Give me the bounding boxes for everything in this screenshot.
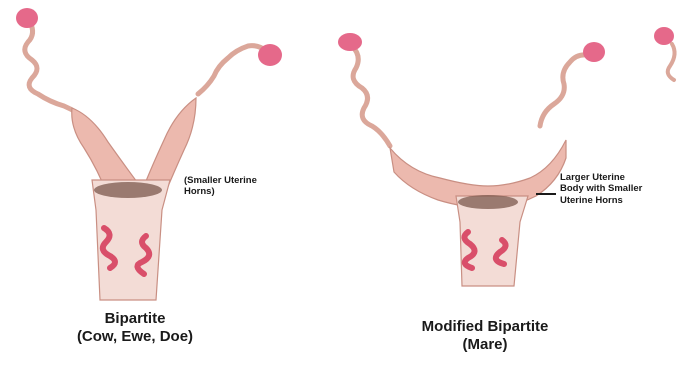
bipartite-uterus [16, 8, 282, 300]
left-oviduct [352, 46, 390, 146]
dark-band [458, 195, 518, 209]
right-ovary [258, 44, 282, 66]
left-ovary [338, 33, 362, 51]
right-oviduct [198, 46, 268, 94]
left-oviduct [25, 22, 86, 120]
uterine-body [92, 180, 170, 300]
modified-bipartite-caption-title: Modified Bipartite [390, 318, 580, 335]
right-ovary [583, 42, 605, 62]
partial-oviduct [668, 44, 675, 80]
bipartite-caption-title: Bipartite [60, 310, 210, 327]
modified-bipartite-uterus [338, 27, 675, 286]
modified-bipartite-caption-sub: (Mare) [435, 336, 535, 353]
bipartite-caption-sub: (Cow, Ewe, Doe) [40, 328, 230, 345]
left-ovary [16, 8, 38, 28]
right-oviduct [540, 55, 592, 126]
dark-band [94, 182, 162, 198]
modified-bipartite-annotation: Larger Uterine Body with Smaller Uterine… [560, 172, 642, 206]
bipartite-annotation: (Smaller Uterine Horns) [184, 175, 257, 198]
